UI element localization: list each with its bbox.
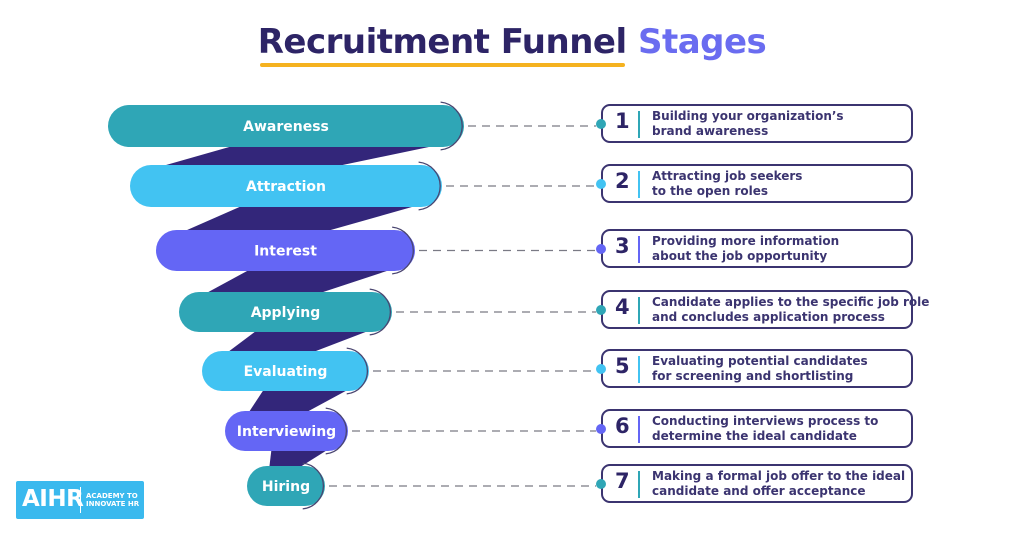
stage-number: 7 bbox=[615, 469, 630, 493]
stage-divider bbox=[638, 416, 640, 443]
stage-description-line1: Conducting interviews process to bbox=[652, 414, 879, 428]
stage-arc bbox=[346, 347, 368, 395]
stage-pill bbox=[179, 292, 392, 332]
stage-description-line2: for screening and shortlisting bbox=[652, 369, 854, 383]
funnel-connector bbox=[201, 267, 399, 296]
funnel-stage-attraction: Attraction bbox=[130, 161, 596, 211]
funnel-stage-awareness: Awareness bbox=[108, 101, 596, 151]
stage-pill bbox=[156, 230, 415, 271]
logo-tagline: ACADEMY TO INNOVATE HR bbox=[86, 492, 139, 508]
stage-arc bbox=[418, 161, 441, 211]
funnel-stage-hiring: Hiring bbox=[247, 462, 596, 510]
stage-description-line1: Attracting job seekers bbox=[652, 169, 803, 183]
stage-description-line1: Making a formal job offer to the ideal bbox=[652, 469, 906, 483]
stage-number: 2 bbox=[615, 169, 630, 193]
stage-number: 5 bbox=[615, 354, 630, 378]
stage-description-line2: to the open roles bbox=[652, 184, 769, 198]
stage-description: Candidate applies to the specific job ro… bbox=[652, 295, 929, 325]
stage-arc bbox=[302, 462, 324, 510]
stage-label: Interest bbox=[254, 244, 317, 260]
stage-arc bbox=[440, 101, 463, 151]
funnel-connector bbox=[247, 387, 353, 415]
stage-description-line1: Building your organization’s bbox=[652, 109, 844, 123]
stage-dot bbox=[596, 424, 606, 434]
title-accent: Stages bbox=[637, 22, 767, 62]
funnel-connector bbox=[269, 447, 332, 470]
stage-arc bbox=[392, 226, 414, 275]
stage-pill bbox=[247, 466, 325, 506]
stage-dot bbox=[596, 305, 606, 315]
stage-pill bbox=[130, 165, 442, 207]
stage-description-line2: and concludes application process bbox=[652, 310, 885, 324]
stage-number: 1 bbox=[615, 109, 630, 133]
stage-divider bbox=[638, 236, 640, 263]
funnel-connector bbox=[152, 143, 448, 169]
stage-label: Evaluating bbox=[244, 364, 328, 380]
stage-divider bbox=[638, 111, 640, 138]
funnel-connector bbox=[178, 203, 426, 234]
stage-pill bbox=[202, 351, 369, 391]
stage-label: Interviewing bbox=[237, 424, 336, 440]
stage-dot bbox=[596, 479, 606, 489]
stage-pill bbox=[225, 411, 348, 451]
stage-description-line1: Candidate applies to the specific job ro… bbox=[652, 295, 930, 309]
stage-description-line1: Providing more information bbox=[652, 234, 840, 248]
stage-label: Applying bbox=[251, 305, 321, 321]
stage-number: 4 bbox=[615, 295, 630, 319]
stage-arc bbox=[369, 288, 391, 336]
funnel-connector bbox=[224, 328, 376, 355]
stage-card: 4 Candidate applies to the specific job r… bbox=[596, 290, 929, 329]
stage-dot bbox=[596, 244, 606, 254]
stage-pill bbox=[108, 105, 464, 147]
funnel-stage-interviewing: Interviewing bbox=[225, 407, 596, 455]
stage-divider bbox=[638, 356, 640, 383]
logo-tagline-line2: INNOVATE HR bbox=[86, 500, 140, 508]
funnel-stage-applying: Applying bbox=[179, 288, 596, 336]
stage-arc bbox=[325, 407, 347, 455]
stage-description-line2: candidate and offer acceptance bbox=[652, 484, 866, 498]
stage-dot bbox=[596, 119, 606, 129]
stage-label: Attraction bbox=[246, 179, 326, 195]
title-main: Recruitment Funnel bbox=[257, 22, 627, 62]
stage-number: 6 bbox=[615, 414, 630, 438]
stage-label: Awareness bbox=[243, 119, 329, 135]
title-underline bbox=[259, 63, 625, 67]
stage-divider bbox=[638, 471, 640, 498]
stage-description-line2: determine the ideal candidate bbox=[652, 429, 857, 443]
stage-number: 3 bbox=[615, 234, 630, 258]
logo-tagline-line1: ACADEMY TO bbox=[86, 492, 138, 500]
stage-description-line2: about the job opportunity bbox=[652, 249, 828, 263]
stage-description-line1: Evaluating potential candidates bbox=[652, 354, 868, 368]
logo-brand: AIHR bbox=[22, 486, 84, 512]
stage-label: Hiring bbox=[262, 479, 310, 495]
title-wrap: Recruitment Funnel Stages bbox=[0, 22, 1024, 67]
funnel-stage-interest: Interest bbox=[156, 226, 596, 275]
aihr-logo: AIHR ACADEMY TO INNOVATE HR bbox=[16, 481, 144, 519]
logo-separator bbox=[80, 487, 81, 513]
stage-divider bbox=[638, 297, 640, 324]
stage-divider bbox=[638, 171, 640, 198]
funnel-stage-evaluating: Evaluating bbox=[202, 347, 596, 395]
page-title: Recruitment Funnel Stages bbox=[257, 22, 767, 67]
stage-dot bbox=[596, 179, 606, 189]
stage-dot bbox=[596, 364, 606, 374]
stage-description-line2: brand awareness bbox=[652, 124, 769, 138]
